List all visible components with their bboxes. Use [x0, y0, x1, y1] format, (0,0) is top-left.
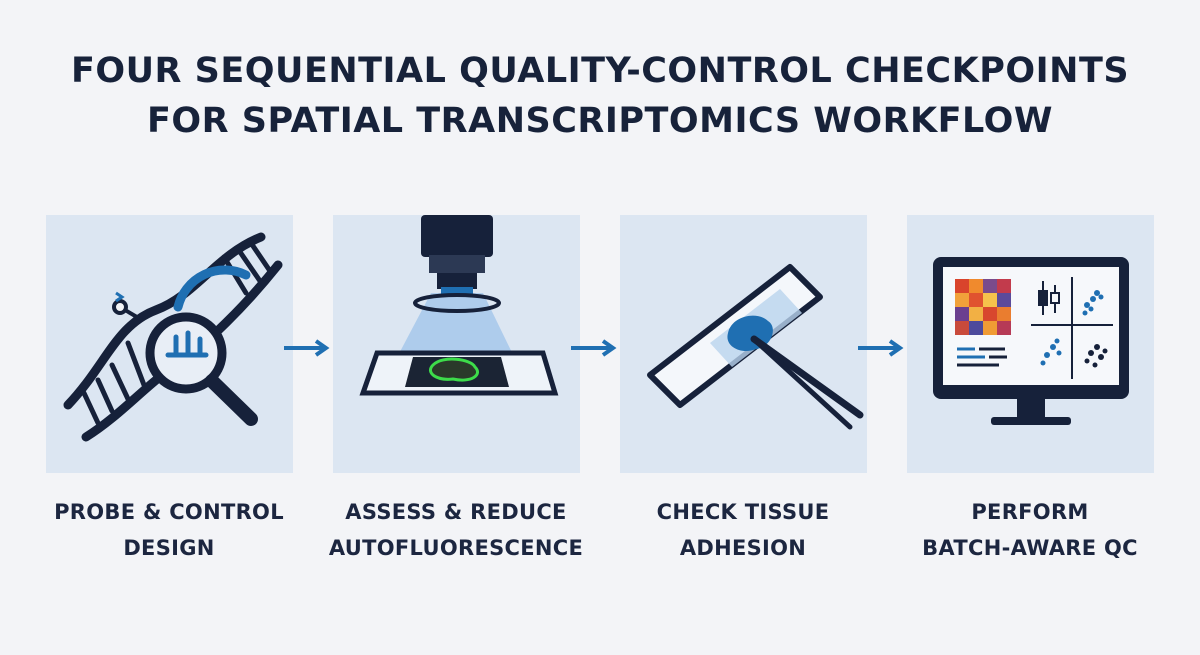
- tissue-slide-tweezers-icon: [647, 264, 864, 430]
- step-3-label-line-1: CHECK TISSUE: [656, 500, 830, 524]
- step-1-label: PROBE & CONTROL DESIGN: [29, 494, 309, 566]
- step-2-label-line-2: AUTOFLUORESCENCE: [328, 536, 584, 560]
- step-2-label: ASSESS & REDUCE AUTOFLUORESCENCE: [316, 494, 596, 566]
- step-3-label-line-2: ADHESION: [679, 536, 807, 560]
- monitor-qc-plots-icon: [933, 257, 1129, 425]
- step-1-label-line-1: PROBE & CONTROL: [54, 500, 284, 524]
- diagram-title: FOUR SEQUENTIAL QUALITY-CONTROL CHECKPOI…: [0, 46, 1200, 146]
- arrow-right-icon: [571, 339, 617, 357]
- microscope-slide-icon: [359, 215, 559, 396]
- step-4-label: PERFORM BATCH-AWARE QC: [890, 494, 1170, 566]
- step-2-label-line-1: ASSESS & REDUCE: [345, 500, 567, 524]
- arrow-right-icon: [284, 339, 330, 357]
- step-4-label-line-1: PERFORM: [971, 500, 1089, 524]
- step-4-panel: [907, 215, 1154, 473]
- step-4-label-line-2: BATCH-AWARE QC: [922, 536, 1138, 560]
- title-line-2: FOR SPATIAL TRANSCRIPTOMICS WORKFLOW: [147, 101, 1053, 141]
- dna-magnifier-icon: [63, 232, 283, 442]
- step-3-label: CHECK TISSUE ADHESION: [603, 494, 883, 566]
- title-line-1: FOUR SEQUENTIAL QUALITY-CONTROL CHECKPOI…: [70, 51, 1130, 91]
- step-3-panel: [620, 215, 867, 473]
- step-1-panel: [46, 215, 293, 473]
- step-2-panel: [333, 215, 580, 473]
- arrow-right-icon: [858, 339, 904, 357]
- step-1-label-line-2: DESIGN: [123, 536, 215, 560]
